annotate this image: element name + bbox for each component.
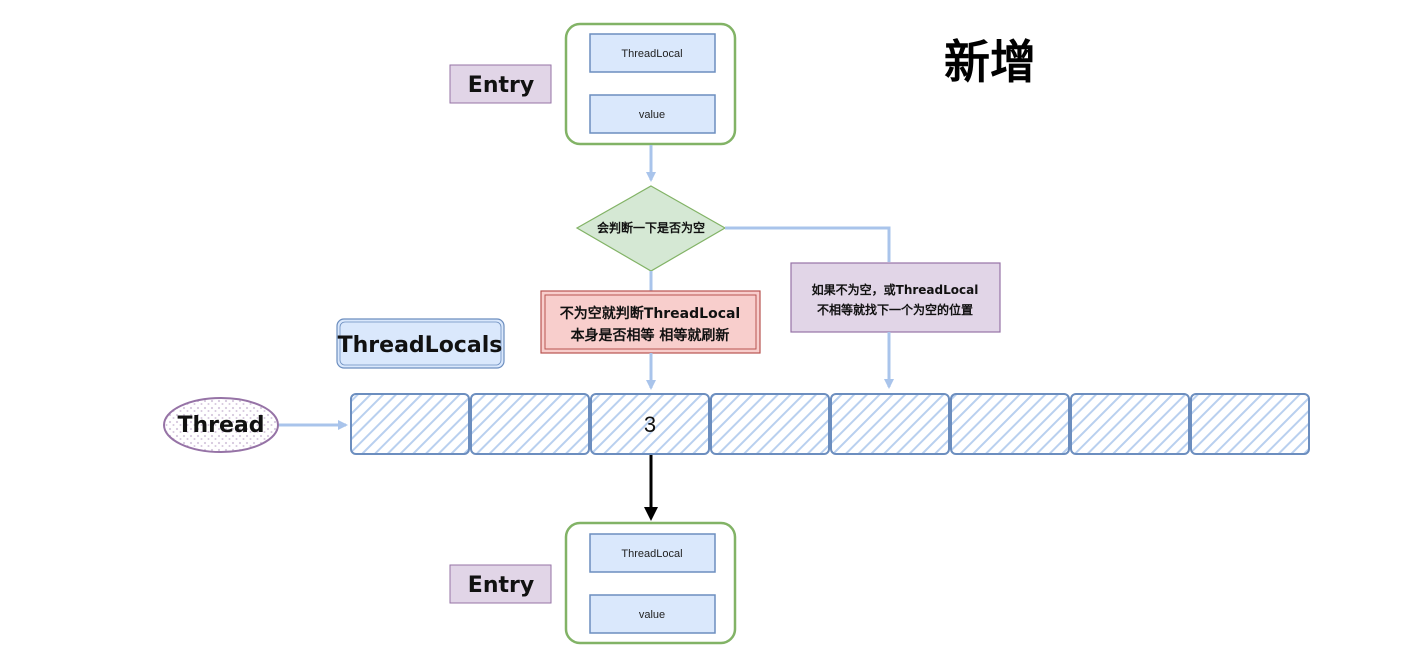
arrow-decision-to-next-branch <box>725 226 891 262</box>
branch-next-line2: 不相等就找下一个为空的位置 <box>817 302 973 317</box>
entry-bottom-label-box <box>449 564 552 604</box>
entry-top-label-box <box>449 64 552 104</box>
branch-same-line1: 不为空就判断ThreadLocal <box>560 305 740 322</box>
array-slot-0 <box>350 393 470 455</box>
array-slot-7 <box>1190 393 1310 455</box>
entry-bottom-key-box <box>589 533 716 573</box>
threadlocals-label-box-inner <box>339 321 502 366</box>
branch-same-box-inner <box>544 294 757 350</box>
entry-bottom-value-box <box>589 594 716 634</box>
array-slot-4 <box>830 393 950 455</box>
entry-bottom-value-text: value <box>639 609 665 621</box>
array-slot-2 <box>590 393 710 455</box>
entry-top-value-text: value <box>639 109 665 121</box>
array-slot-5 <box>950 393 1070 455</box>
array-slot-3 <box>710 393 830 455</box>
entry-top: ThreadLocal value <box>564 22 737 146</box>
branch-same-box <box>540 290 761 354</box>
thread-ellipse <box>163 397 279 453</box>
branch-same-line2: 本身是否相等 相等就刷新 <box>571 327 730 344</box>
branch-next-box <box>790 262 1001 333</box>
array-slot-6 <box>1070 393 1190 455</box>
threadlocals-array: 3 <box>350 393 1310 455</box>
entry-top-value-box <box>589 94 716 134</box>
threadlocals-label: ThreadLocals <box>338 333 503 358</box>
page-title: 新增 <box>944 35 1036 89</box>
entry-top-key-text: ThreadLocal <box>621 48 682 60</box>
entry-bottom: ThreadLocal value <box>564 521 737 645</box>
entry-top-key-box <box>589 33 716 73</box>
array-slot-1 <box>470 393 590 455</box>
thread-label: Thread <box>177 413 264 438</box>
entry-bottom-key-text: ThreadLocal <box>621 548 682 560</box>
entry-top-label: Entry <box>468 73 534 98</box>
decision-text: 会判断一下是否为空 <box>597 220 705 235</box>
branch-next-line1: 如果不为空，或ThreadLocal <box>812 282 979 297</box>
threadlocals-label-box <box>336 318 505 369</box>
entry-bottom-label: Entry <box>468 573 534 598</box>
array-slot-2-text: 3 <box>644 412 656 437</box>
